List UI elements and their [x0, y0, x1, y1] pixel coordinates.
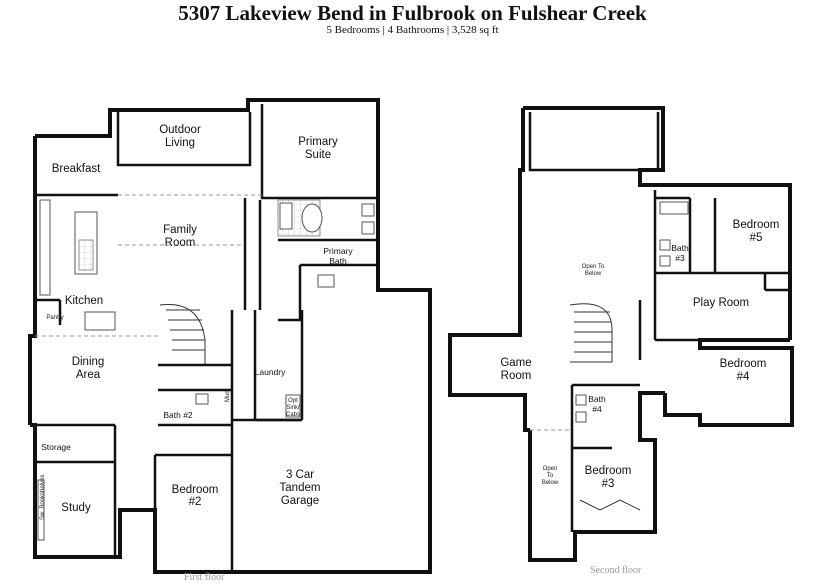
svg-text:Bath#4: Bath#4 — [588, 394, 606, 414]
play-room-label: Play Room — [693, 297, 749, 309]
bedroom-5-label-2: #5 — [750, 232, 763, 244]
dining-area-label-2: Area — [76, 369, 101, 381]
dining-area-label-1: Dining — [72, 356, 105, 368]
second-floor-plan — [448, 106, 794, 562]
svg-text:Bedroom#2: Bedroom#2 — [172, 484, 219, 508]
outdoor-living-label-1: Outdoor — [159, 124, 201, 136]
first-floor-caption: First floor — [184, 572, 225, 583]
primary-suite-label-1: Primary — [298, 136, 338, 148]
bath-4-label-2: #4 — [592, 404, 602, 414]
mud-label: Mud — [225, 390, 231, 402]
bedroom-2-label-1: Bedroom — [172, 484, 219, 496]
family-room-label-1: Family — [163, 224, 197, 236]
bath-4-label-1: Bath — [588, 394, 606, 404]
game-room-label-2: Room — [501, 370, 532, 382]
bedroom-3-label-1: Bedroom — [585, 465, 632, 477]
svg-text:Bath#3: Bath#3 — [671, 243, 689, 263]
breakfast-label: Breakfast — [52, 163, 101, 175]
open-to-below-top-label-1: Open To — [582, 264, 605, 270]
laundry-label: Laundry — [255, 367, 286, 377]
family-room-label-2: Room — [165, 237, 196, 249]
page-title: 5307 Lakeview Bend in Fulbrook on Fulshe… — [178, 1, 647, 25]
bookshelves-label: Sw. Bookshelves — [40, 475, 46, 520]
bath-2-label: Bath #2 — [163, 410, 193, 420]
primary-bath-label-2: Bath — [329, 256, 347, 266]
bedroom-2-label-2: #2 — [189, 496, 202, 508]
second-floor-caption: Second floor — [590, 565, 642, 576]
bedroom-5-label-1: Bedroom — [733, 219, 780, 231]
study-label: Study — [61, 502, 91, 514]
garage-label-2: Tandem — [280, 482, 321, 494]
kitchen-label: Kitchen — [65, 295, 103, 307]
opt-sink-label-3: Cabs — [286, 412, 300, 418]
page-subtitle: 5 Bedrooms | 4 Bathrooms | 3,528 sq ft — [326, 24, 499, 36]
svg-text:Bedroom#3: Bedroom#3 — [585, 465, 632, 490]
bath-3-label-2: #3 — [675, 253, 685, 263]
open-to-below-bottom-label-2: To — [547, 473, 554, 479]
bedroom-3-label-2: #3 — [602, 478, 615, 490]
game-room-label-1: Game — [500, 357, 531, 369]
primary-bath-label-1: Primary — [323, 246, 353, 256]
opt-sink-label-1: Opt — [288, 398, 298, 404]
svg-text:Bedroom#5: Bedroom#5 — [733, 219, 780, 244]
storage-label: Storage — [41, 442, 71, 452]
first-floor-plan — [28, 98, 432, 574]
outdoor-living-label-2: Living — [165, 137, 195, 149]
garage-label-1: 3 Car — [286, 469, 314, 481]
open-to-below-bottom-label-3: Below — [542, 480, 559, 486]
opt-sink-label-2: Sink/ — [286, 405, 300, 411]
bath-3-label-1: Bath — [671, 243, 689, 253]
bedroom-4-label-1: Bedroom — [720, 358, 767, 370]
pantry-label: Pantry — [46, 315, 63, 321]
open-to-below-top-label-2: Below — [585, 271, 602, 277]
open-to-below-bottom-label-1: Open — [543, 466, 558, 472]
bedroom-4-label-2: #4 — [737, 371, 750, 383]
primary-suite-label-2: Suite — [305, 149, 331, 161]
garage-label-3: Garage — [281, 495, 319, 507]
svg-text:Bedroom#4: Bedroom#4 — [720, 358, 767, 383]
